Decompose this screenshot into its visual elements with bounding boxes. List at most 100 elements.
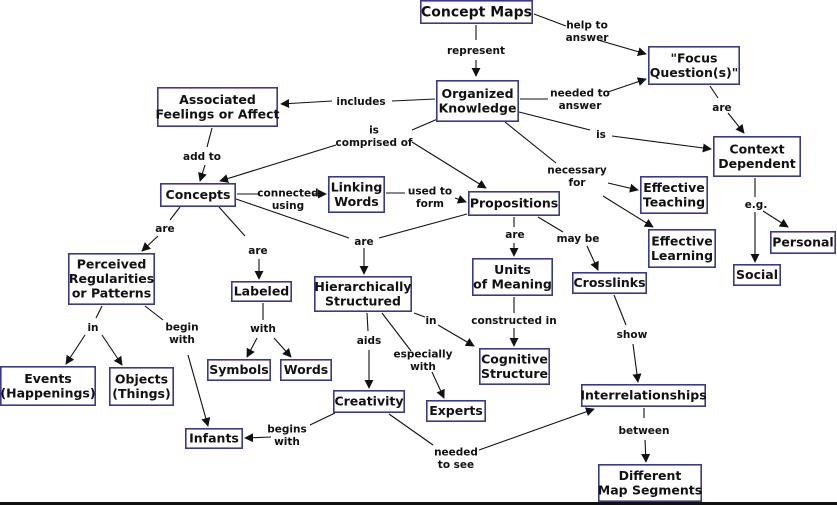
node-crosslinks[interactable]: Crosslinks [571,271,647,294]
edge-arrow [727,112,745,134]
node-events[interactable]: Events(Happenings) [0,365,97,406]
node-propositions[interactable]: Propositions [467,191,560,217]
edge-line [169,206,181,221]
node-symbols[interactable]: Symbols [207,358,272,381]
linking-phrase: may be [557,233,600,245]
node-box [478,347,550,385]
linking-phrase: begins [267,424,306,436]
link-label-eg: e.g. [745,199,768,211]
linking-phrase: answer [566,32,610,44]
node-box [185,427,244,449]
edge-arrow [607,182,639,193]
edges-layer [65,13,789,463]
node-label: Learning [651,248,713,263]
node-label: or Patterns [72,286,151,301]
node-experts[interactable]: Experts [425,399,486,422]
edge-arrow [219,144,337,183]
node-labeled[interactable]: Labeled [231,280,293,302]
node-label: Labeled [234,284,290,299]
node-personal[interactable]: Personal [769,231,836,255]
node-label: Objects [115,371,168,386]
node-label: Crosslinks [573,275,645,290]
node-box [647,229,716,269]
node-box [425,399,486,422]
linking-phrase: with [250,323,276,335]
node-box [471,257,553,296]
node-words[interactable]: Words [279,358,332,381]
link-label-includes: includes [336,96,385,108]
link-label-add-to: add to [183,151,221,163]
linking-phrase: for [569,177,587,189]
node-concept-maps[interactable]: Concept Maps [419,0,533,24]
linking-phrase: needed to [550,88,610,100]
node-interrelationships[interactable]: Interrelationships [580,383,707,407]
linking-phrase: with [274,436,300,448]
node-infants[interactable]: Infants [185,427,244,449]
edge-arrow [454,195,467,204]
node-label: Events [24,371,71,386]
link-label-constructed-in: constructed in [471,315,556,327]
edge-arrow [597,39,647,57]
linking-phrase: used to [408,186,452,198]
edge-line [381,312,412,352]
node-social[interactable]: Social [732,263,781,286]
linking-phrase: represent [447,45,505,57]
node-box [332,389,405,413]
edge-arrow [586,245,599,271]
node-label: Cognitive [481,351,548,366]
link-label-are-hier: are [354,236,373,248]
linking-phrase: comprised of [336,137,413,149]
linking-phrase: begin [165,322,198,334]
linking-phrase: is [369,125,379,137]
link-label-in-perceived: in [87,322,98,334]
node-box [580,383,706,407]
linking-phrase: form [416,198,444,210]
link-label-show: show [617,329,648,341]
edge-line [218,206,246,237]
linking-phrase: includes [336,96,385,108]
node-label: Symbols [209,362,268,377]
linking-phrase: to see [438,459,474,471]
node-label: Teaching [643,194,705,209]
node-box [68,253,156,306]
edge-line [366,312,369,332]
link-label-between: between [618,425,669,437]
node-objects[interactable]: Objects(Things) [109,366,175,406]
node-label: Personal [772,235,833,250]
node-creativity[interactable]: Creativity [332,389,405,413]
linking-phrase: answer [559,100,603,112]
node-label: Linking [331,179,383,194]
linking-phrase: are [354,236,373,248]
edge-arrow [478,407,595,451]
linking-phrase: necessary [547,165,607,177]
node-concepts[interactable]: Concepts [160,183,237,208]
edge-line [309,412,336,426]
link-label-represent: represent [447,45,505,57]
node-label: Associated [179,92,256,107]
edge-arrow [611,135,712,153]
node-box [467,191,560,217]
edge-line [709,85,719,99]
link-label-are-concepts-labeled: are [248,245,267,257]
node-box [597,463,702,502]
node-label: (Happenings) [0,385,95,400]
edge-arrow [244,433,272,443]
edge-line [537,216,564,233]
